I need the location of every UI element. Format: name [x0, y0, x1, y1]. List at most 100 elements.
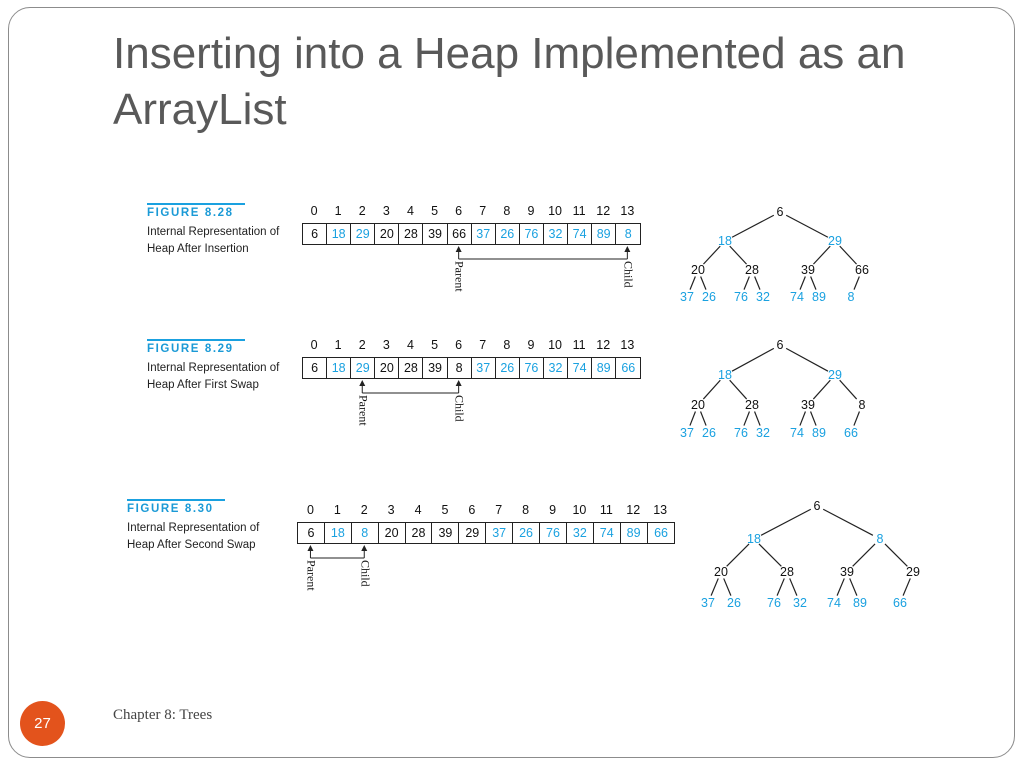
array-cell: 76 [520, 224, 544, 244]
array-cell: 76 [520, 358, 544, 378]
array-index: 6 [455, 204, 463, 218]
tree-node: 26 [702, 426, 716, 440]
tree-node: 32 [756, 290, 770, 304]
array-index: 13 [620, 204, 635, 218]
tree-node: 26 [702, 290, 716, 304]
tree-edge [723, 578, 732, 596]
tree-edge [785, 214, 829, 238]
array-cell: 29 [459, 523, 487, 543]
array-index: 12 [596, 204, 611, 218]
tree-node: 39 [801, 263, 815, 277]
figure-label: FIGURE 8.30 [127, 503, 214, 515]
array-cell: 6 [303, 224, 328, 244]
tree-node: 39 [801, 398, 815, 412]
array-cell: 18 [327, 358, 352, 378]
tree-node: 66 [855, 263, 869, 277]
tree-node: 32 [793, 596, 807, 610]
figure-rule [147, 203, 245, 205]
parent-label: Parent [304, 560, 319, 591]
array-cell: 18 [325, 523, 352, 543]
tree-edge [853, 411, 860, 426]
tree-edge [729, 245, 747, 265]
tree-edge [789, 578, 798, 596]
figure-caption: Internal Representation of Heap After Fi… [147, 362, 280, 391]
parent-label: Parent [452, 261, 467, 292]
tree-edge [839, 379, 858, 400]
figure-rule [127, 499, 225, 501]
array-cell: 32 [567, 523, 594, 543]
tree-node: 8 [858, 398, 866, 412]
array-cell: 26 [513, 523, 541, 543]
array-index: 4 [414, 503, 422, 517]
tree-node: 29 [906, 565, 920, 579]
tree-edge [729, 379, 748, 400]
tree-node: 6 [776, 205, 784, 219]
array-index: 10 [548, 338, 562, 352]
array-index: 8 [522, 503, 530, 517]
array-cell: 66 [448, 224, 472, 244]
tree-node: 18 [718, 234, 732, 248]
array-index: 11 [599, 503, 613, 517]
array-index: 11 [572, 338, 586, 352]
array-cell: 37 [472, 358, 496, 378]
array-index: 10 [572, 503, 587, 517]
array-cell: 32 [544, 224, 569, 244]
array-index: 7 [479, 204, 487, 218]
child-label: Child [358, 560, 373, 587]
tree-node: 6 [776, 338, 784, 352]
tree-node: 39 [840, 565, 854, 579]
parent-label: Parent [356, 395, 371, 426]
array-index: 5 [431, 204, 439, 218]
array-cell: 28 [406, 523, 433, 543]
tree-edge [731, 347, 775, 372]
parent-arrowhead [455, 246, 462, 252]
child-label: Child [452, 395, 467, 422]
tree-node: 74 [790, 426, 804, 440]
tree-edge [810, 276, 817, 290]
tree-node: 66 [893, 596, 907, 610]
tree-node: 20 [691, 398, 705, 412]
tree-node: 74 [827, 596, 841, 610]
tree-edge [754, 411, 761, 426]
parent-arrowhead [307, 545, 314, 551]
tree-edge [812, 379, 831, 400]
tree-edge [785, 347, 829, 372]
array-index: 13 [653, 503, 668, 517]
array-cell: 28 [399, 358, 424, 378]
figure-caption: Internal Representation of Heap After Se… [127, 522, 260, 551]
tree-node: 26 [727, 596, 741, 610]
tree-node: 28 [780, 565, 794, 579]
array-index: 3 [387, 503, 395, 517]
tree-edge [702, 379, 721, 400]
array-index: 0 [310, 204, 318, 218]
child-arrowhead [361, 545, 368, 551]
array-index: 4 [406, 204, 414, 218]
tree-node: 37 [680, 426, 694, 440]
array-index: 7 [495, 503, 503, 517]
tree-edge [700, 411, 707, 426]
slide-title: Inserting into a Heap Implemented as an … [113, 29, 906, 134]
tree-edge [853, 276, 860, 290]
tree-node: 37 [680, 290, 694, 304]
array-cell: 74 [594, 523, 621, 543]
array-index: 1 [334, 338, 342, 352]
array-index: 1 [333, 503, 341, 517]
tree-edge [689, 276, 696, 290]
array-cell: 37 [486, 523, 514, 543]
tree-edge [743, 276, 750, 290]
tree-edge [700, 276, 707, 290]
array-cell: 20 [375, 358, 400, 378]
array-cell: 28 [399, 224, 424, 244]
slide-frame [8, 7, 1015, 758]
parent-arrowhead [359, 380, 366, 386]
tree-node: 76 [734, 290, 748, 304]
tree-node: 32 [756, 426, 770, 440]
array-index: 2 [358, 338, 366, 352]
array-cell: 39 [423, 358, 448, 378]
array-index: 5 [441, 503, 449, 517]
array-cell: 26 [496, 358, 520, 378]
array-index: 9 [549, 503, 557, 517]
array-cell: 66 [654, 526, 668, 540]
